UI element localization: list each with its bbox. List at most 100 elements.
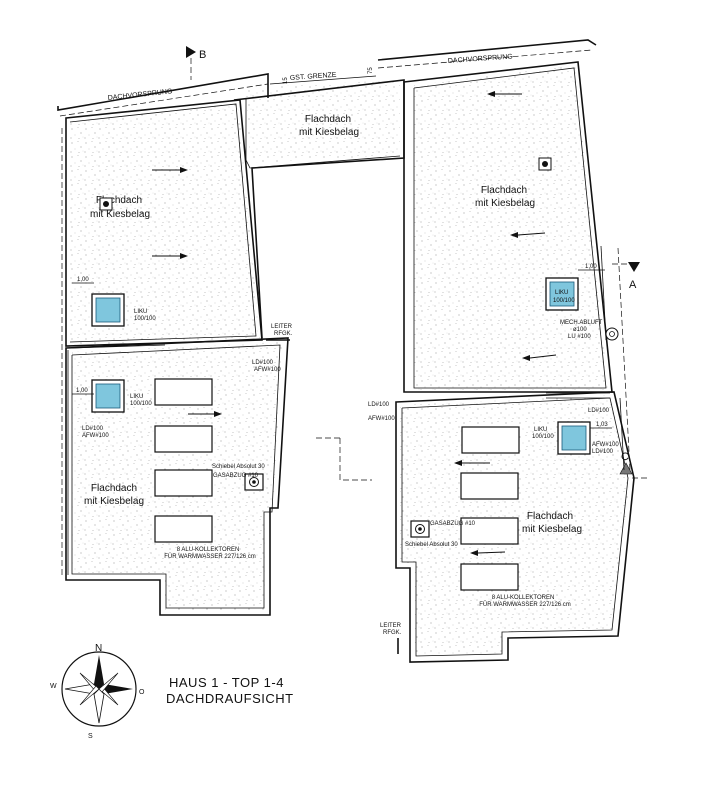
chimney-left: Schiebel Absolut 30 GASABZUG #10 <box>212 464 265 491</box>
roof-label-1b: mit Kiesbelag <box>90 209 150 220</box>
roof-label-2a: Flachdach <box>305 114 351 125</box>
wall-bottom-right <box>395 391 635 663</box>
solar-panel <box>460 472 519 500</box>
compass-needle-north <box>94 655 104 689</box>
skylight-top-right: LIKU 100/100 <box>545 277 579 311</box>
svg-text:LEITER: LEITER <box>271 324 293 330</box>
solar-panels-right <box>460 426 520 591</box>
roof-drains <box>99 157 552 211</box>
dim-75: 75 <box>368 67 374 74</box>
kollektor-left-2: FÜR WARMWASSER 227/126 cm <box>164 553 256 560</box>
roof-label-4a: Flachdach <box>91 483 137 494</box>
svg-text:LIKU: LIKU <box>130 394 143 400</box>
compass-rose: N S W O <box>50 643 145 740</box>
section-a-label: A <box>629 279 637 291</box>
svg-text:LD#100: LD#100 <box>592 449 614 455</box>
svg-text:AFW#100: AFW#100 <box>592 442 619 448</box>
solar-panel <box>154 425 213 453</box>
svg-text:LIKU: LIKU <box>134 309 147 315</box>
wall-bottom-right-inner <box>401 397 629 657</box>
roof-label-3a: Flachdach <box>481 185 527 196</box>
svg-text:AFW#100: AFW#100 <box>368 416 395 422</box>
overhang-dash-left <box>59 83 269 117</box>
compass-n: N <box>95 643 102 654</box>
svg-text:AFW#100: AFW#100 <box>82 433 109 439</box>
svg-text:GASABZUG #10: GASABZUG #10 <box>430 521 476 527</box>
skylight-bottom-right: LIKU 100/100 <box>532 421 591 455</box>
svg-text:Schiebel Absolut 30: Schiebel Absolut 30 <box>212 464 265 470</box>
kollektor-left-1: 8 ALU-KOLLEKTOREN <box>177 547 240 553</box>
svg-text:1,00: 1,00 <box>77 277 89 283</box>
compass-s: S <box>88 733 93 740</box>
compass-o: O <box>139 689 145 696</box>
roof-label-4b: mit Kiesbelag <box>84 496 144 507</box>
svg-text:LIKU: LIKU <box>555 290 568 296</box>
svg-text:LEITER: LEITER <box>380 623 402 629</box>
svg-text:100/100: 100/100 <box>130 401 152 407</box>
svg-text:MECH.ABLUFT: MECH.ABLUFT <box>560 320 603 326</box>
roof-top-middle <box>246 80 400 163</box>
arrow-5 <box>529 354 557 359</box>
svg-text:LD#100: LD#100 <box>252 360 274 366</box>
svg-text:RFGK.: RFGK. <box>383 630 402 636</box>
overhang-left <box>57 73 269 111</box>
solar-panel <box>154 515 213 543</box>
solar-panel <box>154 378 213 406</box>
solar-panels-left <box>154 378 213 543</box>
compass-w: W <box>50 683 57 690</box>
wall-top-middle-inner <box>245 98 401 169</box>
title-line-1: HAUS 1 - TOP 1-4 <box>169 675 284 690</box>
svg-text:100/100: 100/100 <box>134 316 156 322</box>
arrowhead-5 <box>522 355 530 361</box>
title-line-2: DACHDRAUFSICHT <box>166 691 294 706</box>
section-c-marker <box>619 462 633 475</box>
drain-dot <box>542 161 548 167</box>
drain-dot <box>103 201 109 207</box>
svg-text:LD#100: LD#100 <box>368 402 390 408</box>
svg-text:ø100: ø100 <box>573 327 587 333</box>
dim-15: 15 <box>283 77 289 84</box>
svg-text:1,00: 1,00 <box>585 264 597 270</box>
roof-label-1a: Flachdach <box>96 195 142 206</box>
skylight-top-left: LIKU 100/100 <box>91 293 156 327</box>
arrow-9 <box>477 551 506 554</box>
drawing-title: HAUS 1 - TOP 1-4 DACHDRAUFSICHT <box>166 675 294 706</box>
svg-text:LU #100: LU #100 <box>568 334 591 340</box>
roof-label-2b: mit Kiesbelag <box>299 127 359 138</box>
wall-top-right-inner <box>413 67 607 389</box>
svg-text:GASABZUG #10: GASABZUG #10 <box>213 473 259 479</box>
roof-label-3b: mit Kiesbelag <box>475 198 535 209</box>
svg-text:Schiebel Absolut 30: Schiebel Absolut 30 <box>405 542 458 548</box>
mid-section-dash-2 <box>339 438 372 481</box>
compass-needle-east <box>99 684 133 694</box>
solar-panel <box>154 469 213 497</box>
section-marks: B A C <box>186 46 650 479</box>
svg-text:1,00: 1,00 <box>76 388 88 394</box>
arrowhead-2 <box>180 253 188 259</box>
arrowhead-1 <box>180 167 188 173</box>
arrowhead-3 <box>487 91 495 97</box>
section-b-marker <box>186 46 196 58</box>
svg-text:100/100: 100/100 <box>532 434 554 440</box>
wall-top-left-inner <box>69 103 257 343</box>
arrowhead-9 <box>470 550 478 556</box>
roof-labels: Flachdach mit Kiesbelag Flachdach mit Ki… <box>84 114 582 535</box>
svg-text:LD#100: LD#100 <box>588 408 610 414</box>
overhang-right <box>377 39 597 61</box>
kollektor-right-1: 8 ALU-KOLLEKTOREN <box>492 595 555 601</box>
grenze-label: GST. GRENZE <box>290 72 337 82</box>
roof-label-5b: mit Kiesbelag <box>522 524 582 535</box>
ladders: LEITER RFGK. LEITER RFGK. <box>266 324 402 654</box>
svg-text:AFW#100: AFW#100 <box>254 367 281 373</box>
skylights: LIKU 100/100 LIKU 100/100 LIKU 100/100 L… <box>91 277 591 455</box>
dachvorsprung-right-label: DACHVORSPRUNG <box>448 53 513 65</box>
solar-panel <box>460 517 519 545</box>
roof-label-5a: Flachdach <box>527 511 573 522</box>
arrowhead-6 <box>214 411 222 417</box>
svg-text:100/100: 100/100 <box>553 298 575 304</box>
roof-top-left <box>70 103 260 345</box>
wall-bottom-left <box>65 337 289 616</box>
arrowhead-8 <box>454 460 462 466</box>
dimension-tags: 1,00 1,00 1,00 1,03 LD#100 AFW#100 LD#10… <box>65 130 625 575</box>
svg-text:LD#100: LD#100 <box>82 426 104 432</box>
